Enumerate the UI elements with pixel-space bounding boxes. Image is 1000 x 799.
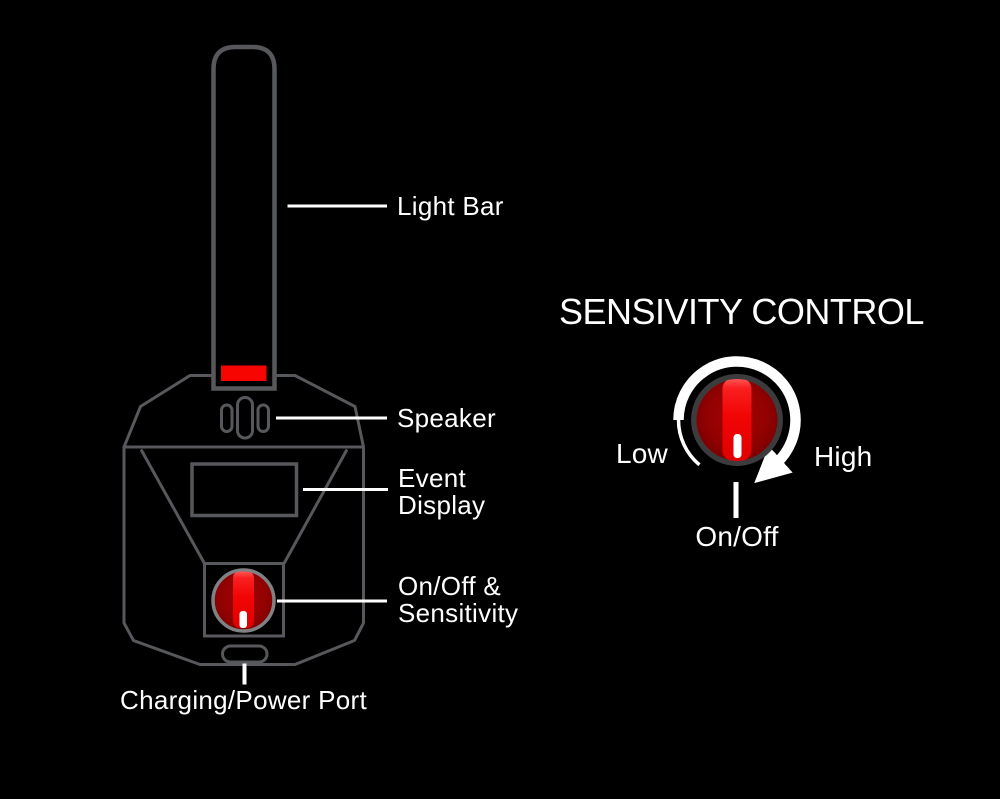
high-label: High bbox=[814, 441, 873, 472]
charging-port bbox=[221, 644, 269, 664]
rotation-arc-tail bbox=[676, 419, 701, 467]
knob-small-pointer-tick bbox=[239, 611, 247, 628]
knob-large-stripe bbox=[722, 379, 752, 461]
light-bar-led bbox=[221, 365, 267, 381]
event-display-label: Event Display bbox=[398, 465, 485, 519]
onoff-indicator-line bbox=[733, 482, 739, 518]
device-front-left-crease bbox=[139, 448, 206, 565]
knob-large-ring bbox=[691, 374, 783, 466]
event-display-label-line2: Display bbox=[398, 490, 486, 520]
light-bar bbox=[211, 44, 277, 391]
event-display bbox=[190, 462, 299, 518]
charging-port-label: Charging/Power Port bbox=[120, 685, 368, 715]
speaker-label: Speaker bbox=[397, 403, 496, 433]
light-bar-outline bbox=[211, 44, 277, 391]
rotation-arrow-icon bbox=[673, 356, 801, 484]
light-bar-label: Light Bar bbox=[397, 191, 504, 221]
low-label: Low bbox=[616, 438, 668, 469]
sensitivity-control-title: SENSIVITY CONTROL bbox=[559, 291, 924, 332]
device-sensitivity-knob bbox=[211, 568, 276, 633]
onoff-label: On/Off bbox=[695, 521, 779, 552]
onoff-sensitivity-label: On/Off & Sensitivity bbox=[398, 573, 518, 627]
speaker-icon bbox=[220, 396, 270, 440]
knob-large-pointer-tick bbox=[733, 434, 742, 458]
knob-small-stripe bbox=[233, 571, 254, 628]
device-front-right-crease bbox=[282, 448, 349, 565]
onoff-sensitivity-label-line2: Sensitivity bbox=[398, 598, 519, 628]
sensitivity-control-detail bbox=[673, 356, 801, 518]
onoff-sensitivity-label-line1: On/Off & bbox=[398, 571, 502, 601]
event-display-label-line1: Event bbox=[398, 463, 466, 493]
leader-lines bbox=[242, 204, 388, 685]
